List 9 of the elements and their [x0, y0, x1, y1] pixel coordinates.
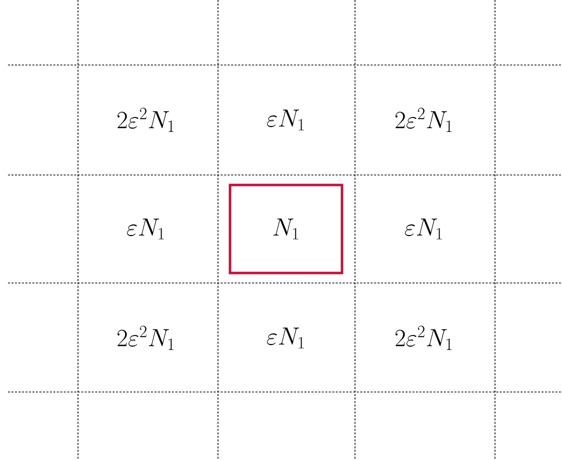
cell-formula: $\varepsilon N_1$: [267, 328, 304, 348]
framed-formula: $N_1$: [228, 184, 344, 274]
cell-formula: $2\varepsilon^2 N_1$: [118, 326, 174, 350]
cell-formula: $2\varepsilon^2 N_1$: [396, 108, 452, 132]
cell-formula: $\varepsilon N_1$: [405, 218, 442, 240]
cell-formula: $\varepsilon N_1$: [127, 218, 164, 240]
cell-formula: $2\varepsilon^2 N_1$: [396, 326, 452, 350]
cell-formula: $\varepsilon N_1$: [267, 110, 304, 130]
cell-formula: $2\varepsilon^2 N_1$: [118, 108, 174, 132]
